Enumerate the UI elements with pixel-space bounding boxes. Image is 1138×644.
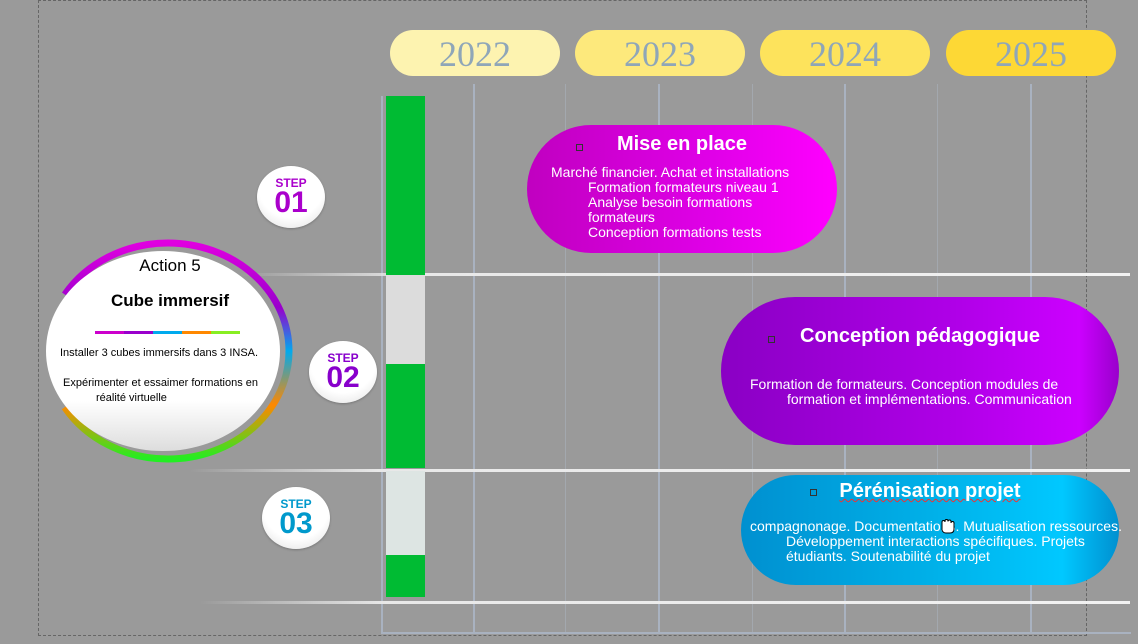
row-separator — [200, 601, 1130, 604]
card-title: Mise en place — [616, 133, 748, 155]
gridline — [473, 84, 475, 632]
axis-line — [381, 96, 383, 634]
axis-line — [381, 632, 1131, 634]
timeline-bar-green — [386, 364, 425, 468]
action-description-1: Installer 3 cubes immersifs dans 3 INSA. — [60, 347, 259, 359]
card-title: Pérénisation projet — [839, 480, 1021, 502]
timeline-bar-green — [386, 96, 425, 275]
action-description-2b: réalité virtuelle — [96, 392, 167, 404]
row-separator — [190, 469, 1130, 472]
card-perenisation-projet[interactable]: Pérénisation projet compagnonage. Docume… — [741, 475, 1122, 585]
action-description-2: Expérimenter et essaimer formations en — [63, 377, 259, 389]
action-circle: Action 5 Cube immersif Installer 3 cubes… — [44, 238, 296, 464]
timeline-bar-gray — [386, 471, 425, 555]
handle-icon — [768, 336, 775, 343]
hand-cursor-icon — [941, 519, 955, 534]
card-conception-pedagogique[interactable]: Conception pédagogique Formation de form… — [721, 297, 1119, 445]
card-title: Conception pédagogique — [800, 325, 1040, 347]
action-label: Action 5 — [139, 256, 201, 275]
gridline — [658, 84, 660, 632]
gridline — [565, 84, 566, 632]
color-divider — [95, 331, 240, 334]
timeline-bar-green — [386, 555, 425, 597]
timeline-bar-gray — [386, 275, 425, 364]
color-ring-icon — [44, 239, 293, 463]
year-2022: 2022 — [390, 30, 560, 76]
action-title: Cube immersif — [110, 291, 230, 310]
year-2025: 2025 — [946, 30, 1116, 76]
row-separator — [240, 273, 1130, 276]
handle-icon — [576, 144, 583, 151]
card-mise-en-place[interactable]: Mise en place Marché financier. Achat et… — [527, 125, 837, 253]
year-2024: 2024 — [760, 30, 930, 76]
year-2023: 2023 — [575, 30, 745, 76]
handle-icon — [810, 489, 817, 496]
